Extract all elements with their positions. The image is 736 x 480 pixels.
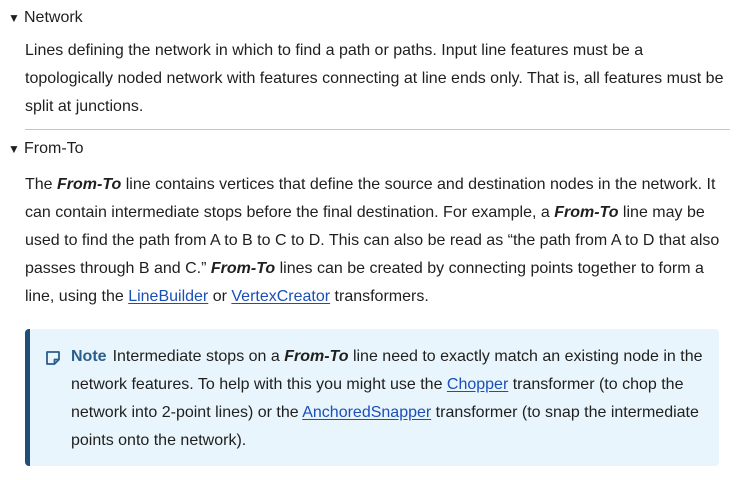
fromto-description: The From-To line contains vertices that … — [25, 171, 728, 311]
fromto-text-5: or — [208, 288, 232, 305]
linebuilder-link[interactable]: LineBuilder — [128, 288, 209, 305]
note-text-1: Intermediate stops on a — [112, 348, 285, 365]
caret-down-icon[interactable]: ▼ — [8, 11, 20, 25]
fromto-term: From-To — [554, 204, 619, 221]
vertexcreator-link[interactable]: VertexCreator — [231, 288, 331, 305]
note-text-2: line need to exactly match an existing n… — [71, 348, 703, 393]
note-text: Note Intermediate stops on a From-To line… — [71, 343, 707, 455]
anchoredsnapper-link[interactable]: AnchoredSnapper — [302, 404, 432, 421]
fromto-section: ▼ From-To The From-To line contains vert… — [0, 138, 736, 311]
network-description: Lines defining the network in which to f… — [25, 42, 724, 115]
network-section-title[interactable]: Network — [24, 9, 83, 26]
note-callout: Note Intermediate stops on a From-To line… — [25, 329, 719, 466]
network-section-header[interactable]: ▼ Network — [8, 7, 736, 29]
fromto-section-header[interactable]: ▼ From-To — [8, 138, 736, 160]
fromto-section-title[interactable]: From-To — [24, 140, 84, 157]
fromto-text-1: The — [25, 176, 58, 193]
note-term: From-To — [284, 348, 349, 365]
note-text-3: transformer (to chop the network into 2-… — [71, 376, 684, 421]
fromto-term: From-To — [57, 176, 122, 193]
chopper-link[interactable]: Chopper — [446, 376, 509, 393]
caret-down-icon[interactable]: ▼ — [8, 142, 20, 156]
note-text-4: transformer (to snap the intermediate po… — [71, 404, 699, 449]
fromto-text-3: line may be used to find the path from A… — [25, 204, 720, 277]
section-divider — [25, 129, 730, 130]
fromto-text-2: line contains vertices that define the s… — [25, 176, 716, 221]
network-section: ▼ Network Lines defining the network in … — [0, 7, 736, 121]
fromto-text-4: lines can be created by connecting point… — [25, 260, 704, 305]
fromto-term: From-To — [210, 260, 276, 277]
fromto-text-6: transformers. — [330, 288, 429, 305]
note-icon — [46, 351, 60, 365]
note-label: Note — [71, 348, 107, 365]
